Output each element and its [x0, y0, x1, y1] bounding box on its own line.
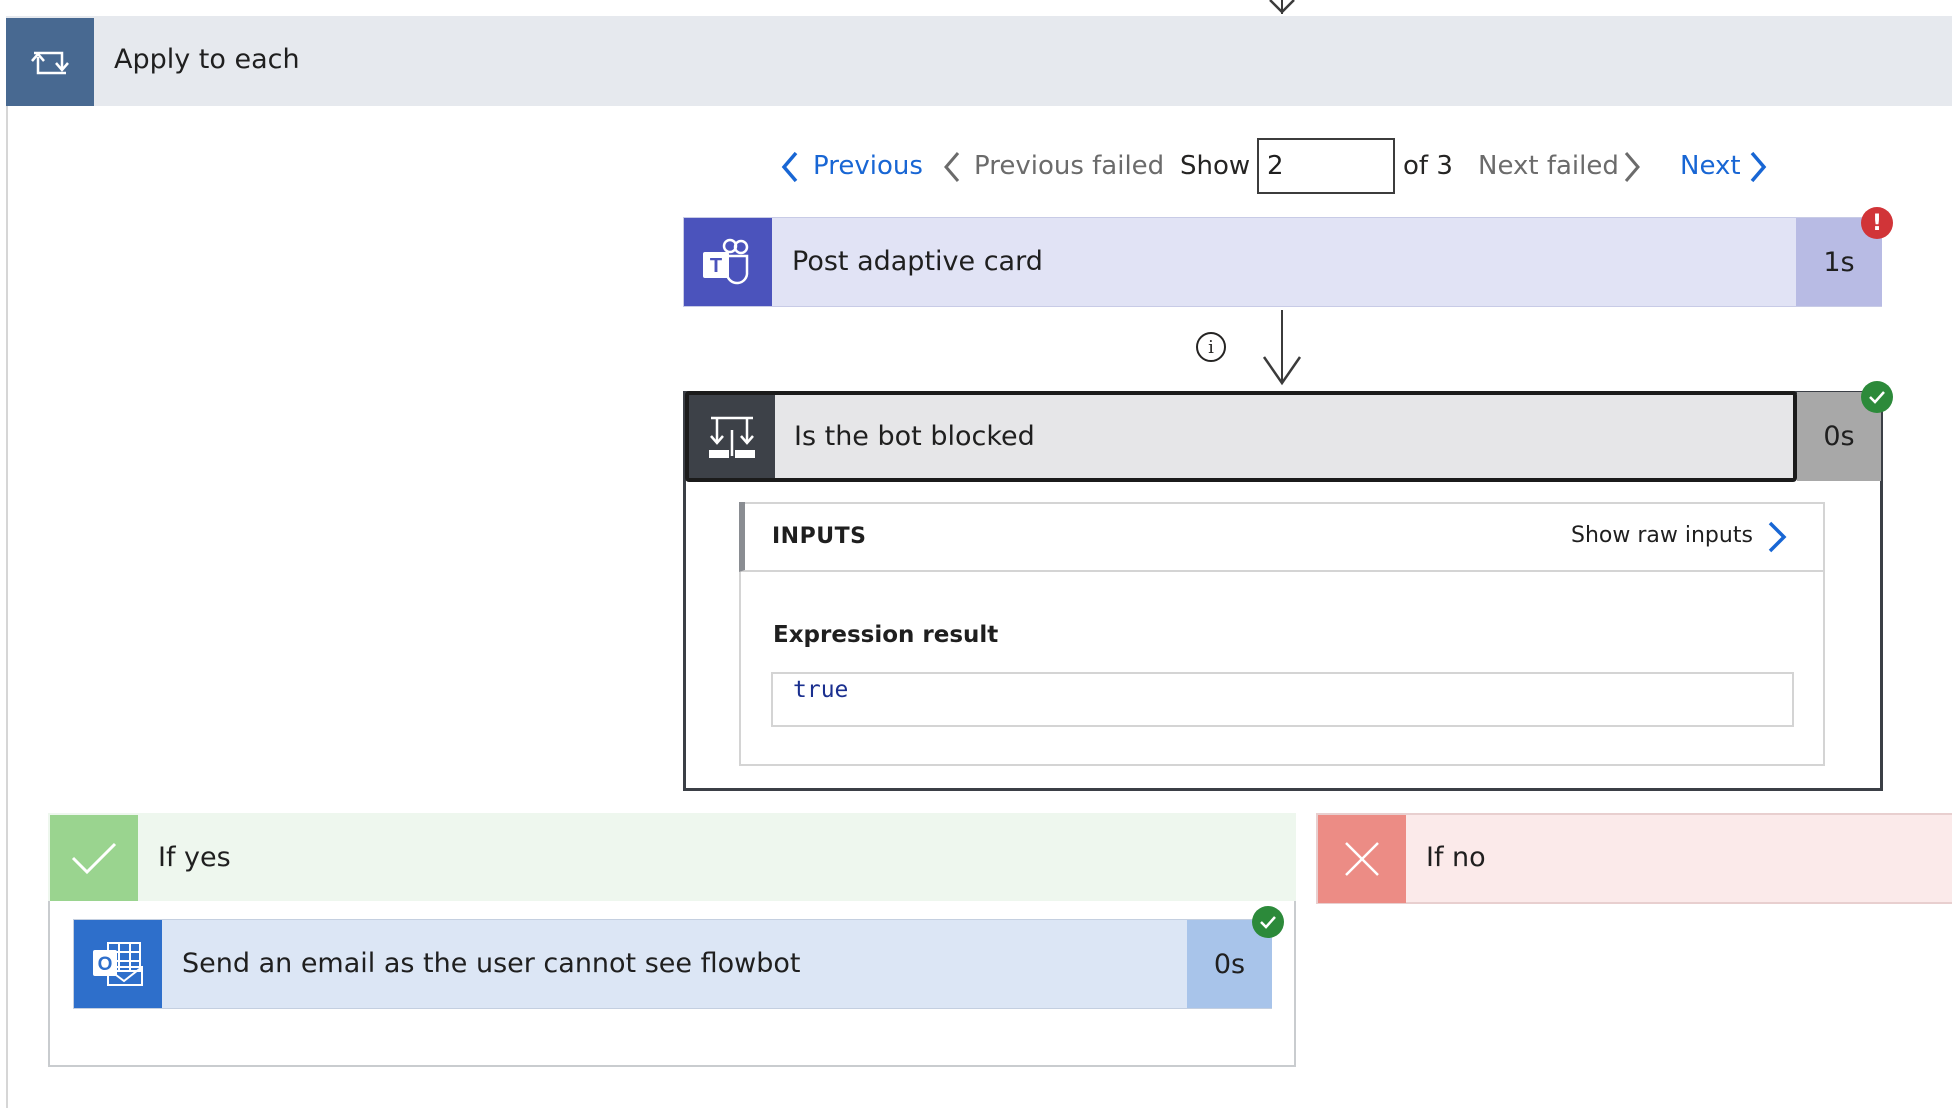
- page-total-label: of 3: [1403, 151, 1453, 181]
- apply-to-each-title: Apply to each: [114, 44, 300, 75]
- top-connector-line: [1281, 0, 1283, 14]
- loop-icon: [6, 18, 94, 106]
- next-failed-button[interactable]: Next failed: [1478, 151, 1619, 181]
- svg-text:O: O: [98, 954, 113, 975]
- expression-result-value: true: [793, 677, 849, 703]
- inputs-panel-header: [739, 502, 1825, 572]
- if-no-header[interactable]: [1316, 813, 1952, 904]
- send-email-action[interactable]: [73, 919, 1272, 1009]
- chevron-right-icon[interactable]: [1764, 520, 1790, 554]
- chevron-right-icon[interactable]: [1622, 150, 1642, 184]
- teams-icon: T: [684, 218, 772, 306]
- expression-result-box: [771, 672, 1794, 727]
- svg-text:T: T: [710, 255, 722, 277]
- post-adaptive-card-action[interactable]: [683, 217, 1882, 307]
- apply-to-each-header[interactable]: [6, 16, 1952, 106]
- send-email-title: Send an email as the user cannot see flo…: [182, 948, 801, 979]
- post-adaptive-card-title: Post adaptive card: [792, 246, 1043, 277]
- previous-failed-button[interactable]: Previous failed: [974, 151, 1165, 181]
- info-icon[interactable]: i: [1196, 332, 1226, 362]
- if-yes-title: If yes: [158, 842, 231, 873]
- connector-line: [1281, 310, 1283, 383]
- close-icon: [1318, 815, 1406, 903]
- check-icon: [50, 815, 138, 901]
- if-yes-header[interactable]: [48, 813, 1296, 901]
- success-check-icon: [1252, 906, 1284, 938]
- chevron-right-icon[interactable]: [1748, 150, 1768, 184]
- chevron-left-icon[interactable]: [780, 150, 800, 184]
- expression-result-label: Expression result: [773, 622, 999, 648]
- chevron-left-icon[interactable]: [942, 150, 962, 184]
- show-label: Show: [1180, 151, 1251, 181]
- outlook-icon: O: [74, 920, 162, 1008]
- page-number-input[interactable]: [1257, 138, 1395, 194]
- inputs-label: INPUTS: [772, 524, 867, 549]
- if-no-title: If no: [1426, 842, 1486, 873]
- previous-button[interactable]: Previous: [813, 151, 923, 181]
- inputs-panel: [739, 502, 1825, 766]
- arrow-down-icon: [1269, 0, 1295, 14]
- next-button[interactable]: Next: [1680, 151, 1741, 181]
- error-icon: !: [1861, 207, 1893, 239]
- condition-header[interactable]: [685, 391, 1797, 482]
- condition-icon: [689, 395, 775, 478]
- show-raw-inputs-link[interactable]: Show raw inputs: [1571, 523, 1753, 548]
- success-check-icon: [1861, 381, 1893, 413]
- arrow-down-icon: [1262, 356, 1302, 386]
- condition-title: Is the bot blocked: [794, 421, 1035, 452]
